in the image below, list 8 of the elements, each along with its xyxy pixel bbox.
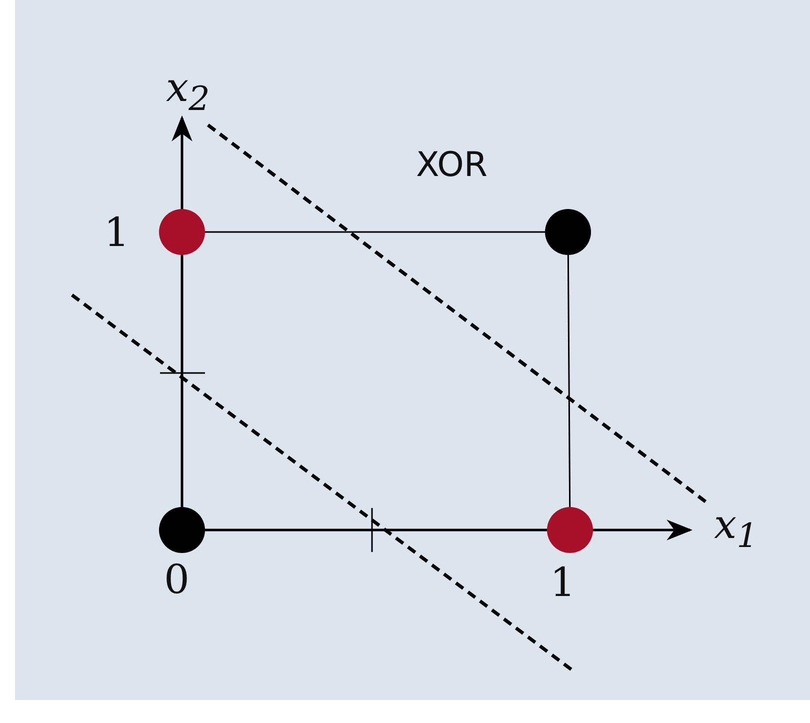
tick-label: 0: [164, 560, 190, 600]
connector-line: [567, 255, 571, 507]
tick-label: 1: [550, 563, 576, 603]
connector-line: [205, 231, 545, 233]
plot-title: XOR: [416, 148, 488, 182]
axis-label: x$_{2}$: [166, 68, 210, 116]
axis-label: x$_{1}$: [714, 505, 758, 552]
tick-label: 1: [104, 213, 130, 253]
